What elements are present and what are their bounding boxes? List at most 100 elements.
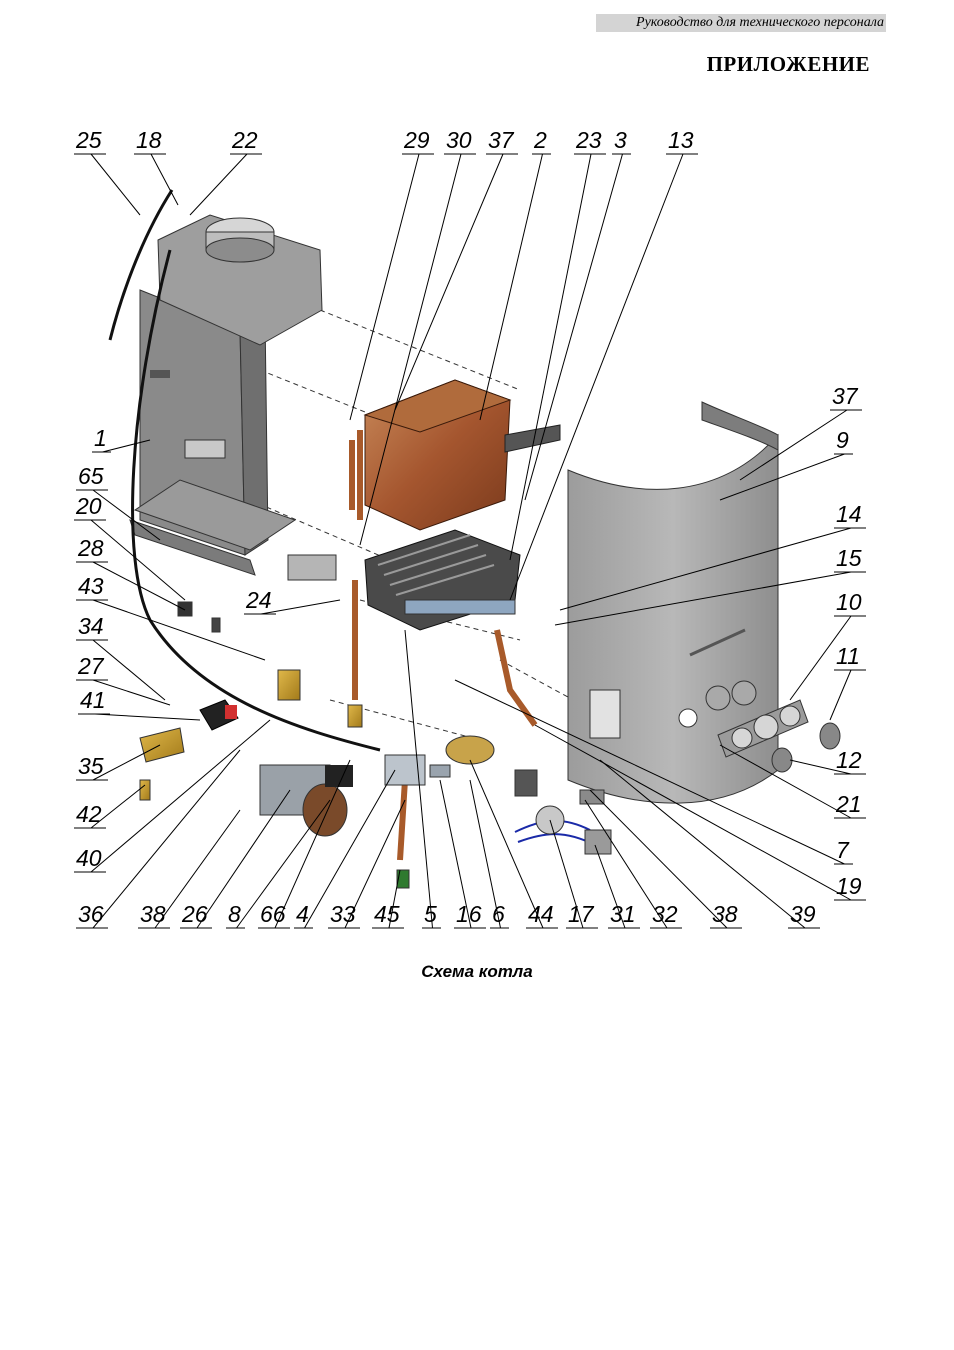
callout-right-14: 14 (836, 501, 862, 527)
callout-leader (150, 153, 179, 206)
callout-leader (534, 724, 852, 901)
callout-right-10: 10 (836, 589, 862, 615)
callout-bottom-4: 4 (296, 901, 309, 927)
callout-leader (584, 799, 668, 929)
callout-left-1: 1 (94, 425, 107, 451)
callout-left-20: 20 (75, 493, 102, 519)
callout-leader (599, 759, 806, 929)
callout-leader (719, 453, 845, 501)
callout-leader (236, 799, 331, 929)
gas-valve (384, 735, 495, 786)
figure-caption: Схема котла (421, 962, 533, 981)
back-frame (129, 289, 297, 576)
callout-bottom-38: 38 (140, 901, 166, 927)
callout-left-41: 41 (80, 687, 106, 713)
callout-bottom-8: 8 (228, 901, 241, 927)
callout-leader (509, 153, 592, 561)
callout-leader (92, 679, 171, 706)
callout-bottom-66: 66 (260, 901, 286, 927)
running-header: Руководство для технического персонала (596, 14, 886, 32)
callout-leader (739, 409, 848, 481)
callout-leader (469, 759, 544, 929)
callout-top-2: 2 (533, 127, 547, 153)
callout-top-29: 29 (403, 127, 430, 153)
callout-leader (559, 527, 852, 611)
callout-left-40: 40 (76, 845, 102, 871)
callout-leader (789, 759, 852, 775)
callout-left-28: 28 (77, 535, 104, 561)
callout-leader (92, 599, 266, 661)
callout-top-13: 13 (668, 127, 694, 153)
callout-bottom-6: 6 (492, 901, 505, 927)
callout-right-19: 19 (836, 873, 862, 899)
callout-top-30: 30 (446, 127, 472, 153)
callout-right-7: 7 (836, 837, 850, 863)
callout-bottom-36: 36 (78, 901, 104, 927)
callout-right-21: 21 (835, 791, 862, 817)
callout-leader (260, 599, 341, 615)
callout-leader (102, 439, 151, 453)
callout-bottom-26: 26 (181, 901, 208, 927)
circulation-pump (259, 764, 353, 837)
callout-leader (509, 153, 684, 601)
flue-hood (157, 214, 323, 346)
callout-leader (92, 744, 161, 781)
callout-top-22: 22 (231, 127, 258, 153)
callout-left-35: 35 (78, 753, 104, 779)
callout-leader (92, 639, 166, 701)
callout-leader (789, 615, 852, 701)
callout-left-27: 27 (77, 653, 105, 679)
callout-leader (189, 153, 248, 216)
callout-leader (154, 809, 241, 929)
callout-right-11: 11 (836, 643, 860, 669)
callout-bottom-5: 5 (424, 901, 437, 927)
callout-leader (344, 799, 406, 929)
callout-right-37: 37 (832, 383, 859, 409)
callout-top-23: 23 (575, 127, 602, 153)
callout-leader (90, 519, 186, 601)
callout-leader (829, 669, 852, 721)
callout-bottom-32: 32 (652, 901, 678, 927)
callout-top-3: 3 (614, 127, 627, 153)
heat-exchanger (349, 379, 561, 531)
callout-right-15: 15 (836, 545, 862, 571)
callout-left-34: 34 (78, 613, 104, 639)
power-cable (108, 189, 381, 752)
callout-leader (394, 153, 504, 411)
safety-valve (139, 669, 410, 889)
callout-leader (196, 789, 291, 929)
callout-inner-24: 24 (245, 587, 272, 613)
callout-left-65: 65 (78, 463, 104, 489)
callout-left-43: 43 (78, 573, 104, 599)
callout-leader (439, 779, 472, 929)
callout-right-9: 9 (836, 427, 849, 453)
callout-leader (404, 629, 433, 929)
callout-leader (359, 153, 462, 546)
callout-leader (479, 153, 543, 421)
callout-bottom-38: 38 (712, 901, 738, 927)
callout-bottom-45: 45 (374, 901, 400, 927)
callout-top-25: 25 (75, 127, 102, 153)
callout-leader (90, 153, 141, 216)
callout-leader (94, 713, 201, 721)
callout-leader (90, 784, 146, 829)
section-title: ПРИЛОЖЕНИЕ (706, 52, 870, 76)
callout-leader (274, 759, 351, 929)
callout-right-12: 12 (836, 747, 862, 773)
callout-top-37: 37 (488, 127, 515, 153)
callout-leader (304, 769, 396, 929)
callout-leader (90, 719, 271, 873)
control-panel (717, 699, 841, 773)
callout-bottom-16: 16 (456, 901, 482, 927)
callout-leader (719, 744, 852, 819)
callout-leader (589, 789, 728, 929)
callout-leader (549, 819, 584, 929)
callout-leader (554, 571, 852, 626)
callout-leader (388, 869, 401, 929)
callout-leader (469, 779, 501, 929)
callout-leader (92, 561, 186, 611)
burner (364, 529, 521, 631)
callout-leader (349, 153, 420, 421)
